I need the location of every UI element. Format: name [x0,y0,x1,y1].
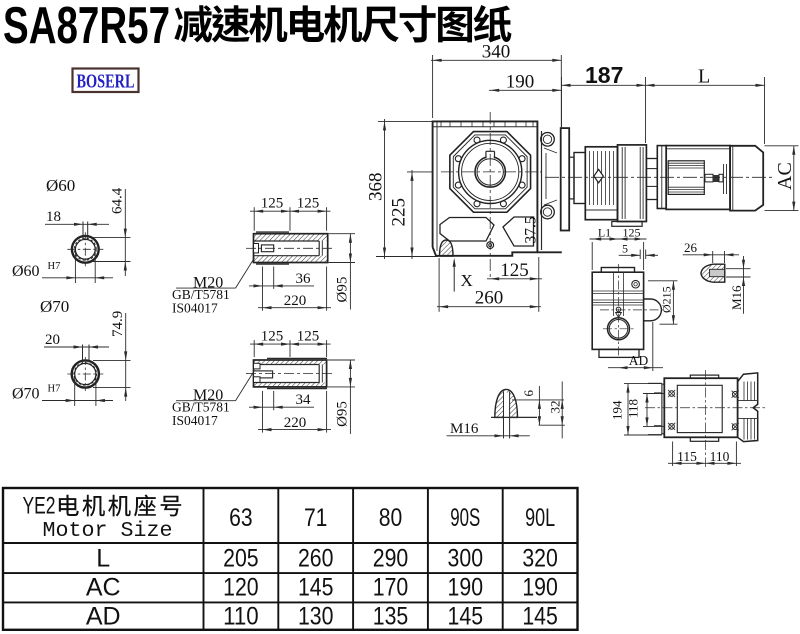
svg-text:118: 118 [625,399,640,418]
svg-text:Ø215: Ø215 [660,286,674,313]
svg-text:80: 80 [379,504,403,532]
svg-text:220: 220 [284,415,307,431]
svg-text:AC: AC [86,573,121,601]
svg-text:X: X [461,271,473,290]
svg-text:32: 32 [548,401,563,414]
svg-text:290: 290 [373,544,409,572]
svg-text:90L: 90L [525,504,555,532]
svg-text:H7: H7 [48,261,61,272]
svg-text:190: 190 [506,71,535,92]
svg-text:190: 190 [522,573,558,601]
svg-text:368: 368 [366,173,387,202]
svg-text:90S: 90S [450,504,480,532]
svg-text:145: 145 [298,573,334,601]
svg-text:GB/T5781: GB/T5781 [172,399,230,414]
svg-text:125: 125 [623,226,641,240]
svg-text:YE2: YE2 [23,493,56,520]
svg-text:145: 145 [522,603,558,631]
svg-text:220: 220 [284,293,307,309]
svg-text:6: 6 [521,390,536,397]
svg-text:64.4: 64.4 [110,187,126,214]
svg-text:130: 130 [298,603,334,631]
svg-text:125: 125 [297,328,320,344]
svg-text:225: 225 [389,198,410,227]
svg-text:M16: M16 [450,421,479,437]
svg-text:Ø70: Ø70 [12,386,40,403]
svg-text:IS04017: IS04017 [172,300,218,315]
svg-text:170: 170 [373,573,409,601]
svg-text:110: 110 [710,449,730,464]
svg-text:L1: L1 [598,226,611,240]
svg-text:74.9: 74.9 [110,311,126,337]
svg-text:340: 340 [482,42,511,63]
svg-text:145: 145 [448,603,484,631]
svg-text:260: 260 [475,288,504,309]
svg-text:71: 71 [304,504,328,532]
svg-text:34: 34 [296,392,312,408]
svg-text:26: 26 [684,240,698,255]
svg-text:18: 18 [46,209,61,225]
svg-text:Ø95: Ø95 [335,277,351,303]
svg-text:36: 36 [296,271,312,287]
svg-text:320: 320 [522,544,558,572]
svg-text:AD: AD [86,603,121,631]
svg-text:Ø60: Ø60 [46,176,75,195]
svg-text:AC: AC [774,162,796,190]
svg-text:M20: M20 [193,274,223,291]
svg-text:IS04017: IS04017 [172,413,218,428]
svg-text:205: 205 [223,544,259,572]
svg-text:63: 63 [229,504,253,532]
svg-text:AD: AD [629,353,649,368]
svg-text:125: 125 [297,195,320,211]
svg-text:187: 187 [585,62,623,88]
svg-text:Ø70: Ø70 [40,297,69,316]
svg-text:SA87R57: SA87R57 [3,0,170,55]
svg-text:GB/T5781: GB/T5781 [172,287,230,302]
svg-text:120: 120 [223,573,259,601]
svg-text:Ø95: Ø95 [335,401,351,427]
svg-text:Ø60: Ø60 [12,263,40,280]
svg-text:115: 115 [677,449,697,464]
svg-text:M20: M20 [193,387,223,404]
svg-text:300: 300 [448,544,484,572]
svg-text:194: 194 [610,400,625,420]
svg-text:190: 190 [448,573,484,601]
svg-text:20: 20 [45,332,60,348]
svg-text:37.5: 37.5 [523,216,540,243]
svg-text:260: 260 [298,544,334,572]
svg-text:Motor Size: Motor Size [43,520,173,543]
svg-text:135: 135 [373,603,409,631]
svg-text:125: 125 [261,328,284,344]
svg-text:125: 125 [261,195,284,211]
svg-text:L: L [96,544,110,572]
svg-text:M16: M16 [729,285,744,310]
svg-text:H7: H7 [48,384,61,395]
svg-text:110: 110 [223,603,259,631]
svg-text:BOSERL: BOSERL [77,71,135,93]
svg-text:125: 125 [500,260,529,281]
svg-text:L: L [698,66,710,88]
svg-text:5: 5 [622,242,628,256]
